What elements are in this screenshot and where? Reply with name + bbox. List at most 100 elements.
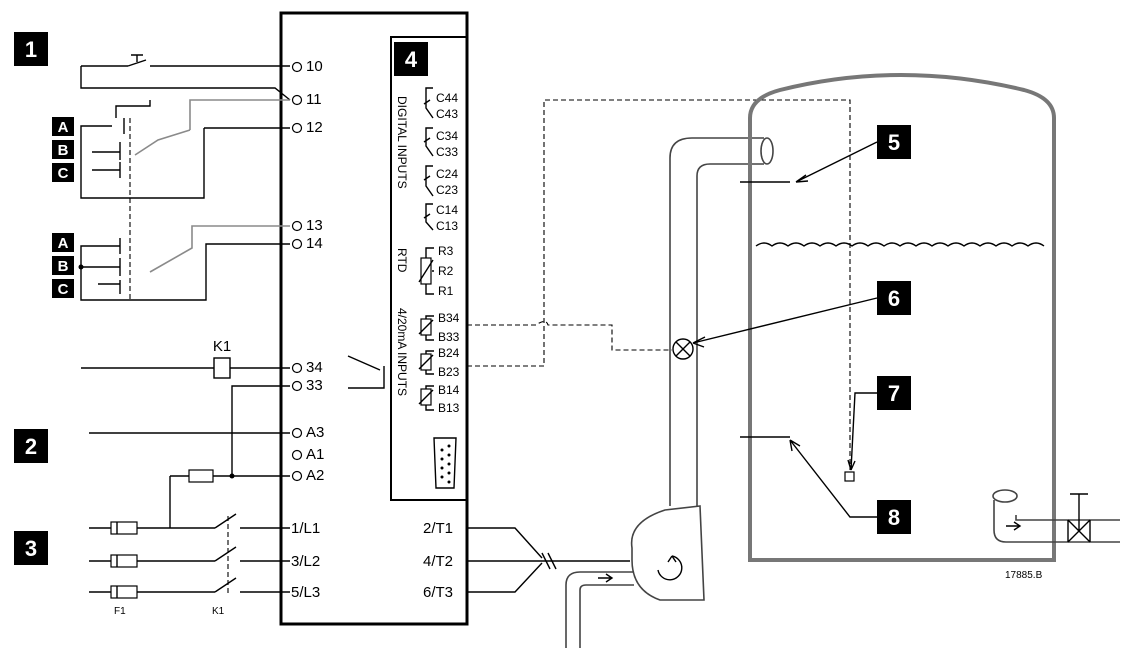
svg-text:34: 34	[306, 359, 323, 376]
badge-1: 1	[14, 32, 48, 66]
terminal-34[interactable]: 34	[291, 359, 323, 376]
badge-3: 3	[14, 531, 48, 565]
svg-text:4/T2: 4/T2	[423, 553, 453, 570]
k1-coil	[213, 357, 231, 379]
pump	[565, 505, 705, 648]
svg-text:B24: B24	[438, 346, 460, 360]
analog-inputs-label: 4/20mA INPUTS	[395, 308, 409, 396]
switch-label-b-1: B	[52, 140, 74, 159]
svg-text:2/T1: 2/T1	[423, 520, 453, 537]
sensor-signal-lines	[467, 99, 851, 470]
terminal-l3[interactable]: 5/L3	[291, 584, 320, 601]
svg-text:R1: R1	[438, 284, 454, 298]
switch-label-a-1: A	[52, 117, 74, 136]
svg-text:12: 12	[306, 119, 323, 136]
fuse-l3	[110, 585, 138, 599]
terminal-33[interactable]: 33	[291, 377, 323, 394]
tank	[740, 73, 1120, 562]
badge-6: 6	[877, 281, 911, 315]
svg-text:33: 33	[306, 377, 323, 394]
svg-text:3: 3	[25, 536, 37, 561]
callout-leaders	[692, 141, 878, 518]
svg-text:6/T3: 6/T3	[423, 584, 453, 601]
terminal-14[interactable]: 14	[291, 235, 323, 252]
rtd-label: RTD	[395, 248, 409, 273]
terminal-a1[interactable]: A1	[291, 446, 325, 463]
svg-text:A3: A3	[306, 424, 324, 441]
svg-text:1/L1: 1/L1	[291, 520, 320, 537]
discharge-pipe	[669, 137, 774, 506]
svg-text:C14: C14	[436, 203, 458, 217]
terminal-t2[interactable]: 4/T2	[423, 553, 453, 570]
svg-text:A1: A1	[306, 446, 324, 463]
badge-2: 2	[14, 429, 48, 463]
svg-text:C24: C24	[436, 167, 458, 181]
svg-text:C44: C44	[436, 91, 458, 105]
fuse-l1	[110, 521, 138, 535]
terminal-l1[interactable]: 1/L1	[291, 520, 320, 537]
switch-label-a-2: A	[52, 233, 74, 252]
k1-coil-circuit: K1	[81, 338, 385, 476]
terminal-t1[interactable]: 2/T1	[423, 520, 453, 537]
terminal-11[interactable]: 11	[291, 91, 322, 108]
svg-text:R2: R2	[438, 264, 454, 278]
svg-text:B: B	[58, 142, 69, 159]
svg-text:B: B	[58, 258, 69, 275]
svg-text:10: 10	[306, 58, 323, 75]
terminal-t3[interactable]: 6/T3	[423, 584, 453, 601]
svg-text:F1: F1	[114, 606, 126, 617]
svg-text:C43: C43	[436, 107, 458, 121]
badge-7: 7	[877, 376, 911, 410]
svg-text:C13: C13	[436, 219, 458, 233]
terminal-10[interactable]: 10	[291, 58, 323, 75]
svg-text:3/L2: 3/L2	[291, 553, 320, 570]
control-wiring-lower	[78, 225, 290, 301]
svg-text:K1: K1	[213, 338, 231, 355]
svg-text:C34: C34	[436, 129, 458, 143]
svg-text:B23: B23	[438, 365, 460, 379]
svg-text:C33: C33	[436, 145, 458, 159]
motor-cable	[467, 527, 630, 593]
svg-text:11: 11	[306, 91, 322, 108]
pressure-sensor	[844, 471, 855, 482]
svg-text:6: 6	[888, 286, 900, 311]
badge-5: 5	[877, 125, 911, 159]
svg-text:K1: K1	[212, 606, 225, 617]
svg-text:1: 1	[25, 37, 37, 62]
terminal-a2[interactable]: A2	[291, 467, 325, 484]
terminal-a3[interactable]: A3	[291, 424, 325, 441]
badge-8: 8	[877, 500, 911, 534]
drawing-id: 17885.B	[1005, 570, 1043, 581]
three-phase-supply: F1 K1	[89, 513, 290, 617]
terminal-13[interactable]: 13	[291, 217, 323, 234]
svg-text:C23: C23	[436, 183, 458, 197]
svg-text:C: C	[58, 165, 69, 182]
switch-label-c-2: C	[52, 279, 74, 298]
svg-text:B13: B13	[438, 401, 460, 415]
svg-text:13: 13	[306, 217, 323, 234]
svg-text:R3: R3	[438, 244, 454, 258]
svg-text:A2: A2	[306, 467, 324, 484]
svg-text:8: 8	[888, 505, 900, 530]
badge-4: 4	[394, 42, 428, 76]
terminal-l2[interactable]: 3/L2	[291, 553, 320, 570]
terminal-12[interactable]: 12	[291, 119, 323, 136]
svg-text:B34: B34	[438, 311, 460, 325]
serial-port-icon[interactable]	[433, 437, 457, 489]
inputs-module: DIGITAL INPUTS RTD 4/20mA INPUTS C44 C43…	[395, 87, 460, 489]
svg-text:5: 5	[888, 130, 900, 155]
fuse-l2	[110, 554, 138, 568]
switch-label-b-2: B	[52, 256, 74, 275]
switch-label-c-1: C	[52, 163, 74, 182]
control-wiring-upper	[80, 54, 291, 300]
svg-text:A: A	[58, 235, 69, 252]
svg-text:14: 14	[306, 235, 323, 252]
svg-text:B14: B14	[438, 383, 460, 397]
svg-text:4: 4	[405, 47, 418, 72]
svg-text:A: A	[58, 119, 69, 136]
svg-text:7: 7	[888, 381, 900, 406]
svg-text:C: C	[58, 281, 69, 298]
control-fuse	[188, 469, 214, 483]
svg-text:B33: B33	[438, 330, 460, 344]
